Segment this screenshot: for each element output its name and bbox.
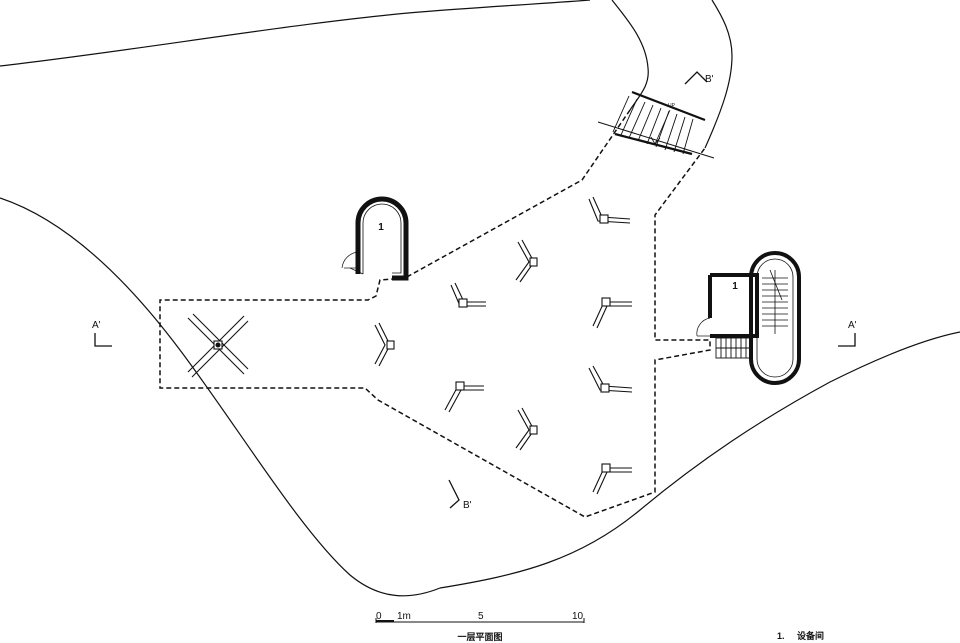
contour-ridge-right: [704, 0, 733, 149]
scale-tick-0: 0: [376, 611, 382, 622]
legend-number: 1.: [777, 631, 785, 641]
contour-left: [0, 197, 441, 597]
stair-up-label: UP: [668, 103, 676, 109]
contour-right: [439, 331, 960, 589]
large-x-column: [187, 313, 249, 378]
column-v-5: [515, 407, 538, 451]
column-v-8: [588, 365, 633, 393]
column-v-4: [515, 239, 538, 283]
column-v-6: [588, 196, 631, 224]
column-v-9: [592, 463, 632, 495]
contour-top-left: [0, 0, 591, 67]
right-equipment-room: [696, 273, 759, 338]
scale-tick-10: 10: [572, 611, 584, 622]
column-v-7: [592, 297, 632, 329]
column-v-1: [374, 322, 395, 367]
lower-steps: [715, 337, 753, 359]
stair-tower: [749, 251, 801, 385]
legend-text: 设备间: [797, 630, 824, 641]
section-a-right-label: A': [848, 320, 857, 331]
scale-tick-1m: 1m: [397, 611, 411, 622]
contour-ridge-left: [611, 0, 649, 111]
section-b-top: [684, 71, 708, 85]
section-a-right: [838, 333, 856, 347]
site-contours: [0, 0, 960, 597]
section-a-left: [94, 333, 112, 347]
entry-steps: [597, 90, 715, 159]
room-right-label: 1: [732, 281, 738, 292]
column-v-2: [450, 282, 486, 308]
left-equipment-room: [341, 196, 409, 281]
drawing-title: 一层平面图: [457, 632, 502, 642]
room-left-label: 1: [378, 222, 384, 233]
section-b-top-label: B': [705, 74, 714, 85]
canopy-outline: [159, 109, 711, 518]
scale-bar: [375, 618, 585, 623]
scale-tick-5: 5: [478, 611, 484, 622]
section-b-bottom-label: B': [463, 500, 472, 511]
section-markers: [94, 71, 856, 509]
column-v-3: [444, 381, 484, 413]
section-a-left-label: A': [92, 320, 101, 331]
section-b-bottom: [448, 479, 460, 509]
